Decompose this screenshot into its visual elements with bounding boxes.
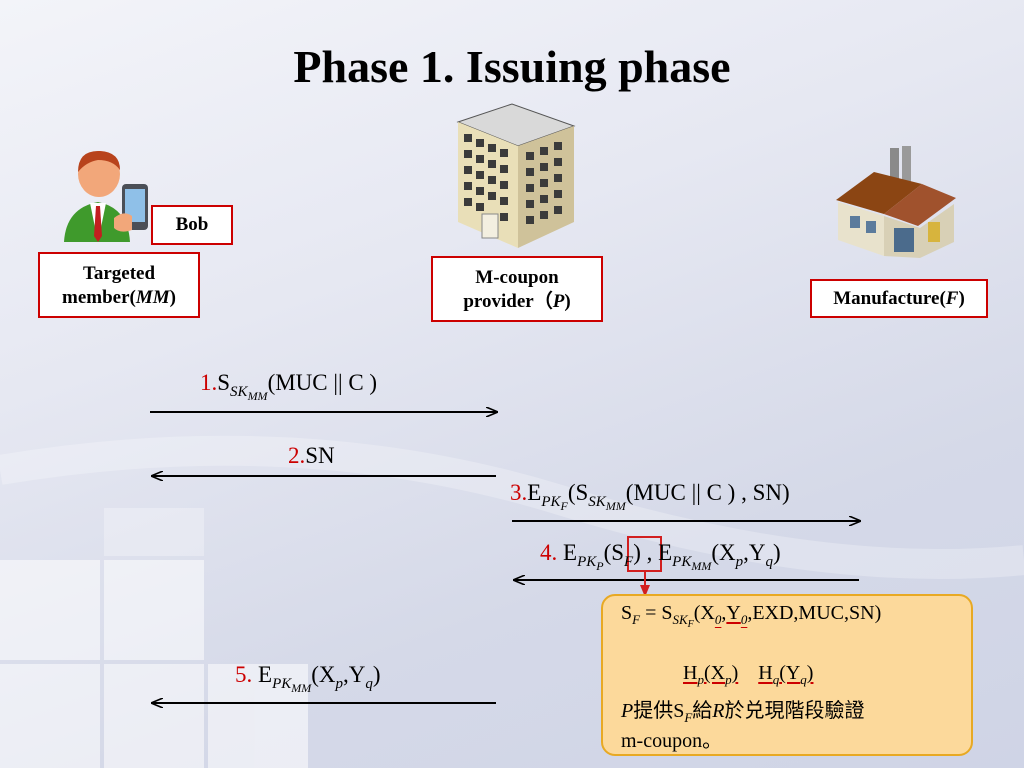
message-3: 3.EPKF(SSKMM(MUC || C ) , SN) xyxy=(510,480,790,513)
sf-definition: SF = SSKF(X0,Y0,EXD,MUC,SN) xyxy=(621,602,882,630)
coupon-provider-box: M-coupon provider（P) xyxy=(431,256,603,322)
note-chinese-line: P提供SF給R於兑現階段驗證 xyxy=(621,700,865,725)
message-5: 5. EPKMM(Xp,Yq) xyxy=(235,662,381,695)
member-abbr: MM xyxy=(135,287,170,308)
coupon-provider-line2: provider（P) xyxy=(463,291,571,312)
bob-label: Bob xyxy=(175,214,209,235)
message-1: 1.SSKMM(MUC || C ) xyxy=(200,370,378,403)
targeted-member-line1: Targeted xyxy=(82,263,156,284)
office-building-icon xyxy=(456,103,576,248)
manufacture-label: Manufacture( xyxy=(833,288,946,309)
slide-title: Phase 1. Issuing phase xyxy=(293,41,731,92)
person-with-phone-icon xyxy=(64,150,148,242)
sf-highlight-box xyxy=(627,536,662,572)
hp-value: Hp(Xp) xyxy=(683,662,739,687)
note-coupon-line: m-coupon。 xyxy=(621,730,723,752)
factory-icon xyxy=(836,146,956,258)
manufacture-box: Manufacture(F) xyxy=(810,279,988,318)
targeted-member-box: Targeted member(MM) xyxy=(38,252,200,318)
coupon-provider-line1: M-coupon xyxy=(475,267,559,288)
hash-values: Hp(Xp) Hq(Yq) xyxy=(683,662,814,687)
message-4: 4. EPKP(SF) , EPKMM(Xp,Yq) xyxy=(540,540,781,573)
message-2: 2.SN xyxy=(288,443,335,468)
sf-definition-note: SF = SSKF(X0,Y0,EXD,MUC,SN) Hp(Xp) Hq(Yq… xyxy=(601,594,973,756)
provider-abbr: P xyxy=(552,291,565,312)
hq-value: Hq(Yq) xyxy=(758,662,814,687)
bob-label-box: Bob xyxy=(151,205,233,245)
targeted-member-line2: member(MM) xyxy=(62,287,176,308)
manufacture-abbr: F xyxy=(945,288,959,309)
